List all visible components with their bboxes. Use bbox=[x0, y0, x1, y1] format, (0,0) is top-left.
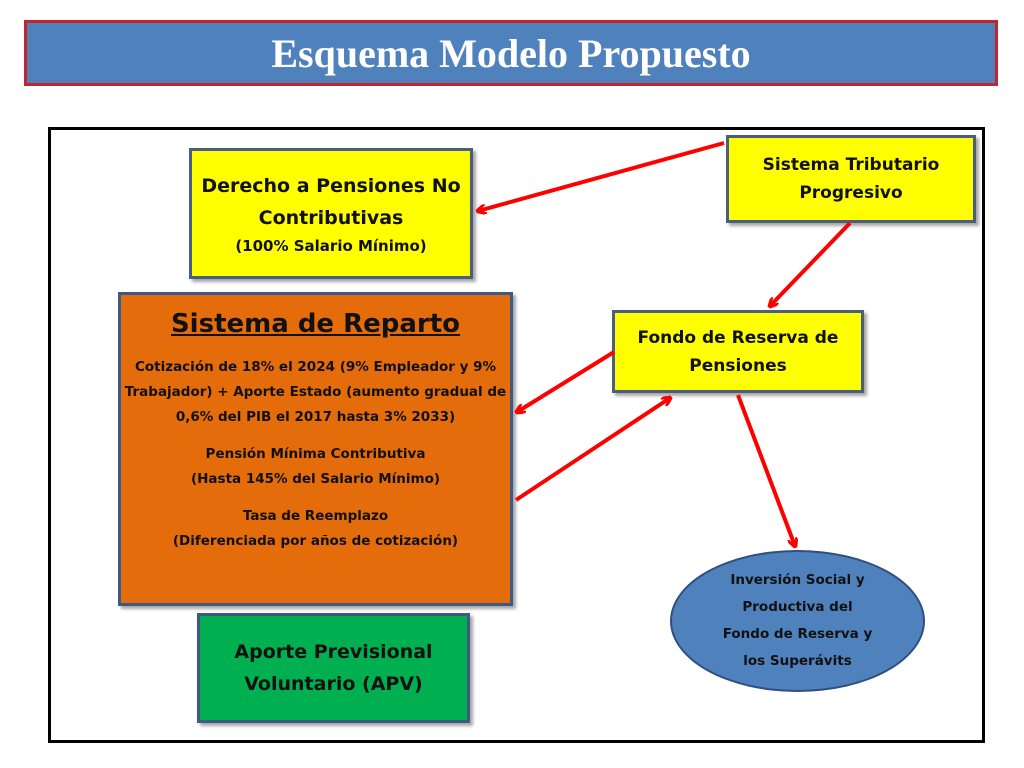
reparto-cotizacion-line-1: Cotización de 18% el 2024 (9% Empleador … bbox=[134, 359, 497, 375]
arrow-fondo-to-reparto bbox=[517, 350, 616, 412]
title-bar: Esquema Modelo Propuesto bbox=[24, 20, 998, 86]
reparto-tasa-line-2: (Diferenciada por años de cotización) bbox=[172, 533, 459, 549]
derecho-pensiones-box: Derecho a Pensiones No Contributivas (10… bbox=[189, 148, 473, 279]
arrow-tributario-to-derecho bbox=[478, 141, 725, 211]
derecho-line-1: Derecho a Pensiones No bbox=[201, 174, 461, 197]
reparto-cotizacion-line-2: Trabajador) + Aporte Estado (aumento gra… bbox=[124, 384, 507, 400]
inversion-social-ellipse: Inversión Social y Productiva del Fondo … bbox=[670, 550, 925, 692]
inversion-line-1: Inversión Social y bbox=[730, 572, 865, 588]
reparto-heading: Sistema de Reparto bbox=[170, 309, 461, 339]
reparto-cotizacion-line-3: 0,6% del PIB el 2017 hasta 3% 2033) bbox=[175, 409, 456, 425]
inversion-line-3: Fondo de Reserva y bbox=[722, 626, 873, 642]
arrow-reparto-to-fondo bbox=[514, 398, 670, 502]
tributario-line-1: Sistema Tributario bbox=[762, 155, 940, 175]
reparto-pension-minima-line-2: (Hasta 145% del Salario Mínimo) bbox=[190, 471, 441, 487]
fondo-reserva-box: Fondo de Reserva de Pensiones bbox=[612, 310, 864, 393]
inversion-line-2: Productiva del bbox=[742, 599, 853, 615]
reparto-tasa-line-1: Tasa de Reemplazo bbox=[242, 508, 389, 524]
sistema-reparto-box: Sistema de Reparto Cotización de 18% el … bbox=[118, 292, 513, 606]
arrow-tributario-to-fondo bbox=[770, 221, 852, 306]
apv-line-1: Aporte Previsional bbox=[234, 641, 433, 663]
arrow-fondo-to-inversion bbox=[736, 394, 795, 546]
tributario-line-2: Progresivo bbox=[799, 183, 903, 203]
apv-box: Aporte Previsional Voluntario (APV) bbox=[197, 613, 470, 723]
reparto-pension-minima-line-1: Pensión Mínima Contributiva bbox=[205, 446, 426, 462]
fondo-line-2: Pensiones bbox=[689, 355, 787, 376]
fondo-line-1: Fondo de Reserva de bbox=[637, 327, 839, 348]
sistema-tributario-box: Sistema Tributario Progresivo bbox=[726, 135, 976, 223]
apv-line-2: Voluntario (APV) bbox=[244, 673, 423, 695]
derecho-line-2: Contributivas bbox=[258, 206, 404, 229]
inversion-line-4: los Superávits bbox=[743, 653, 852, 669]
page-title: Esquema Modelo Propuesto bbox=[271, 30, 751, 76]
derecho-line-3: (100% Salario Mínimo) bbox=[235, 236, 427, 255]
